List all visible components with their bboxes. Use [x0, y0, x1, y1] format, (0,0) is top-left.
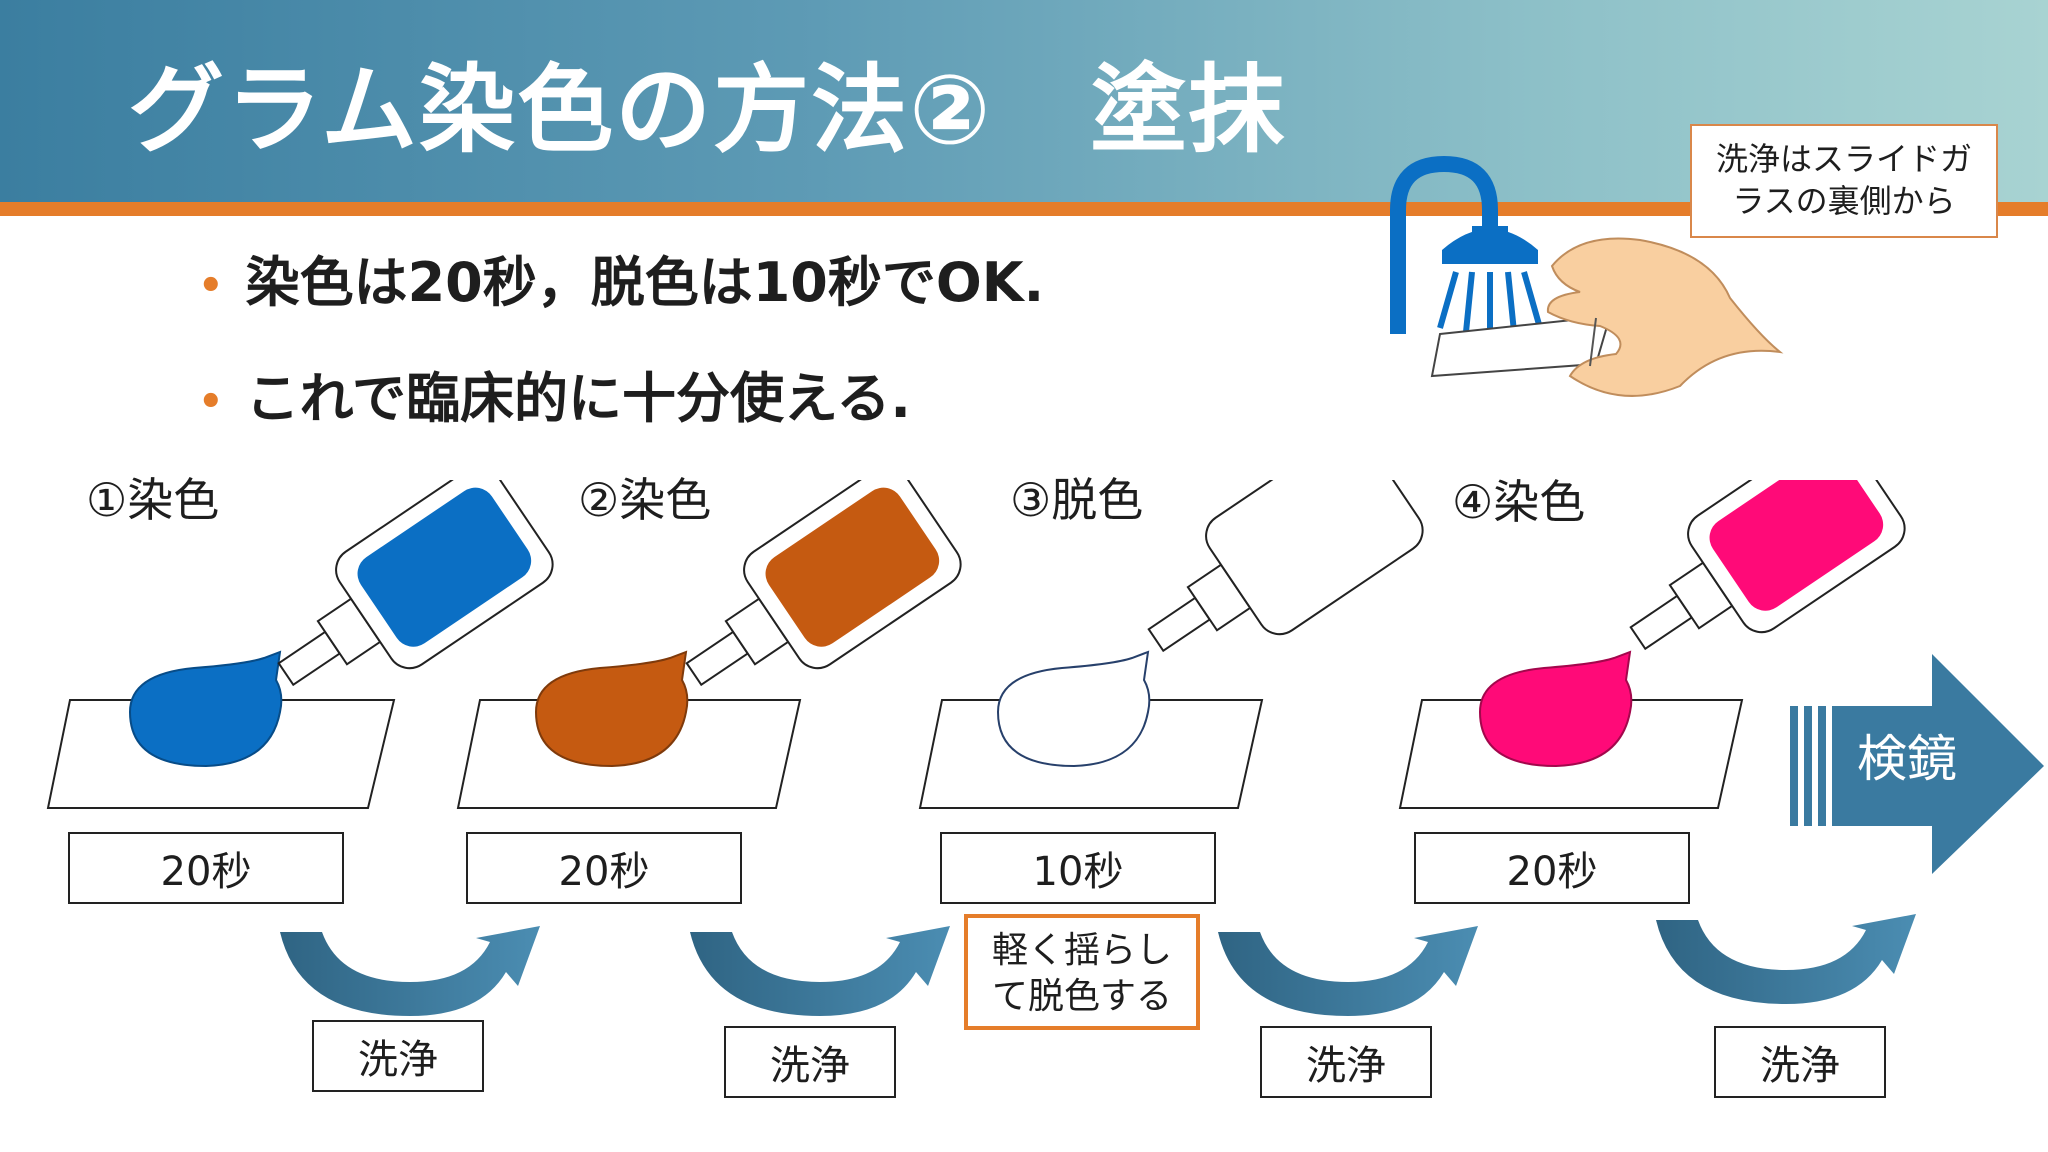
decolor-note: 軽く揺らし て脱色する — [964, 914, 1200, 1030]
dropper-bottle-icon — [277, 480, 554, 687]
curved-arrow-icon — [280, 926, 540, 1016]
reagent-drop — [996, 650, 1151, 768]
bullet-text: これで臨床的に十分使える. — [245, 367, 911, 430]
step-label: ②染色 — [578, 473, 712, 527]
wash-note-text: 洗浄はスライドガ ラスの裏側から — [1715, 140, 1972, 220]
block-arrow-icon — [1790, 654, 2044, 874]
bullet-item: • 染色は20秒，脱色は10秒でOK. — [198, 248, 1044, 321]
step-label: ①染色 — [86, 473, 220, 527]
wash-arrows — [280, 914, 1916, 1016]
wash-text: 洗浄 — [1760, 1043, 1840, 1089]
bullet-text: 染色は20秒，脱色は10秒でOK. — [245, 251, 1045, 314]
dropper-bottle-icon — [1147, 480, 1424, 653]
curved-arrow-icon — [1218, 926, 1478, 1016]
wash-box: 洗浄 — [1714, 1026, 1886, 1098]
curved-arrow-icon — [690, 926, 950, 1016]
page-title: グラム染色の方法② 塗抹 — [128, 54, 1287, 166]
time-box: 20秒 — [68, 832, 344, 904]
bullet-marker: • — [198, 263, 224, 310]
exam-label: 検鏡 — [1857, 730, 1957, 788]
time-text: 10秒 — [1032, 849, 1124, 895]
time-text: 20秒 — [1506, 849, 1598, 895]
dropper-bottle-icon — [685, 480, 962, 687]
time-text: 20秒 — [558, 849, 650, 895]
wash-text: 洗浄 — [358, 1037, 438, 1083]
time-box: 10秒 — [940, 832, 1216, 904]
wash-box: 洗浄 — [724, 1026, 896, 1098]
time-box: 20秒 — [466, 832, 742, 904]
reagent-drop — [1478, 650, 1633, 768]
hand-icon — [1430, 237, 1784, 397]
faucet-icon — [1390, 155, 1543, 334]
wash-text: 洗浄 — [1306, 1043, 1386, 1089]
wash-text: 洗浄 — [770, 1043, 850, 1089]
bullet-item: • これで臨床的に十分使える. — [198, 364, 911, 437]
bullet-marker: • — [198, 379, 224, 426]
time-box: 20秒 — [1414, 832, 1690, 904]
curved-arrow-icon — [1656, 914, 1916, 1004]
decolor-note-text: 軽く揺らし て脱色する — [991, 930, 1172, 1017]
staining-diagram — [46, 480, 1906, 809]
time-text: 20秒 — [160, 849, 252, 895]
title-underline — [0, 202, 2048, 216]
reagent-drop — [534, 650, 689, 768]
step-label: ③脱色 — [1010, 473, 1144, 527]
wash-note: 洗浄はスライドガ ラスの裏側から — [1690, 124, 1998, 238]
reagent-drop — [128, 650, 283, 768]
wash-box: 洗浄 — [1260, 1026, 1432, 1098]
step-label: ④染色 — [1452, 475, 1586, 529]
dropper-bottle-icon — [1629, 480, 1906, 651]
wash-box: 洗浄 — [312, 1020, 484, 1092]
